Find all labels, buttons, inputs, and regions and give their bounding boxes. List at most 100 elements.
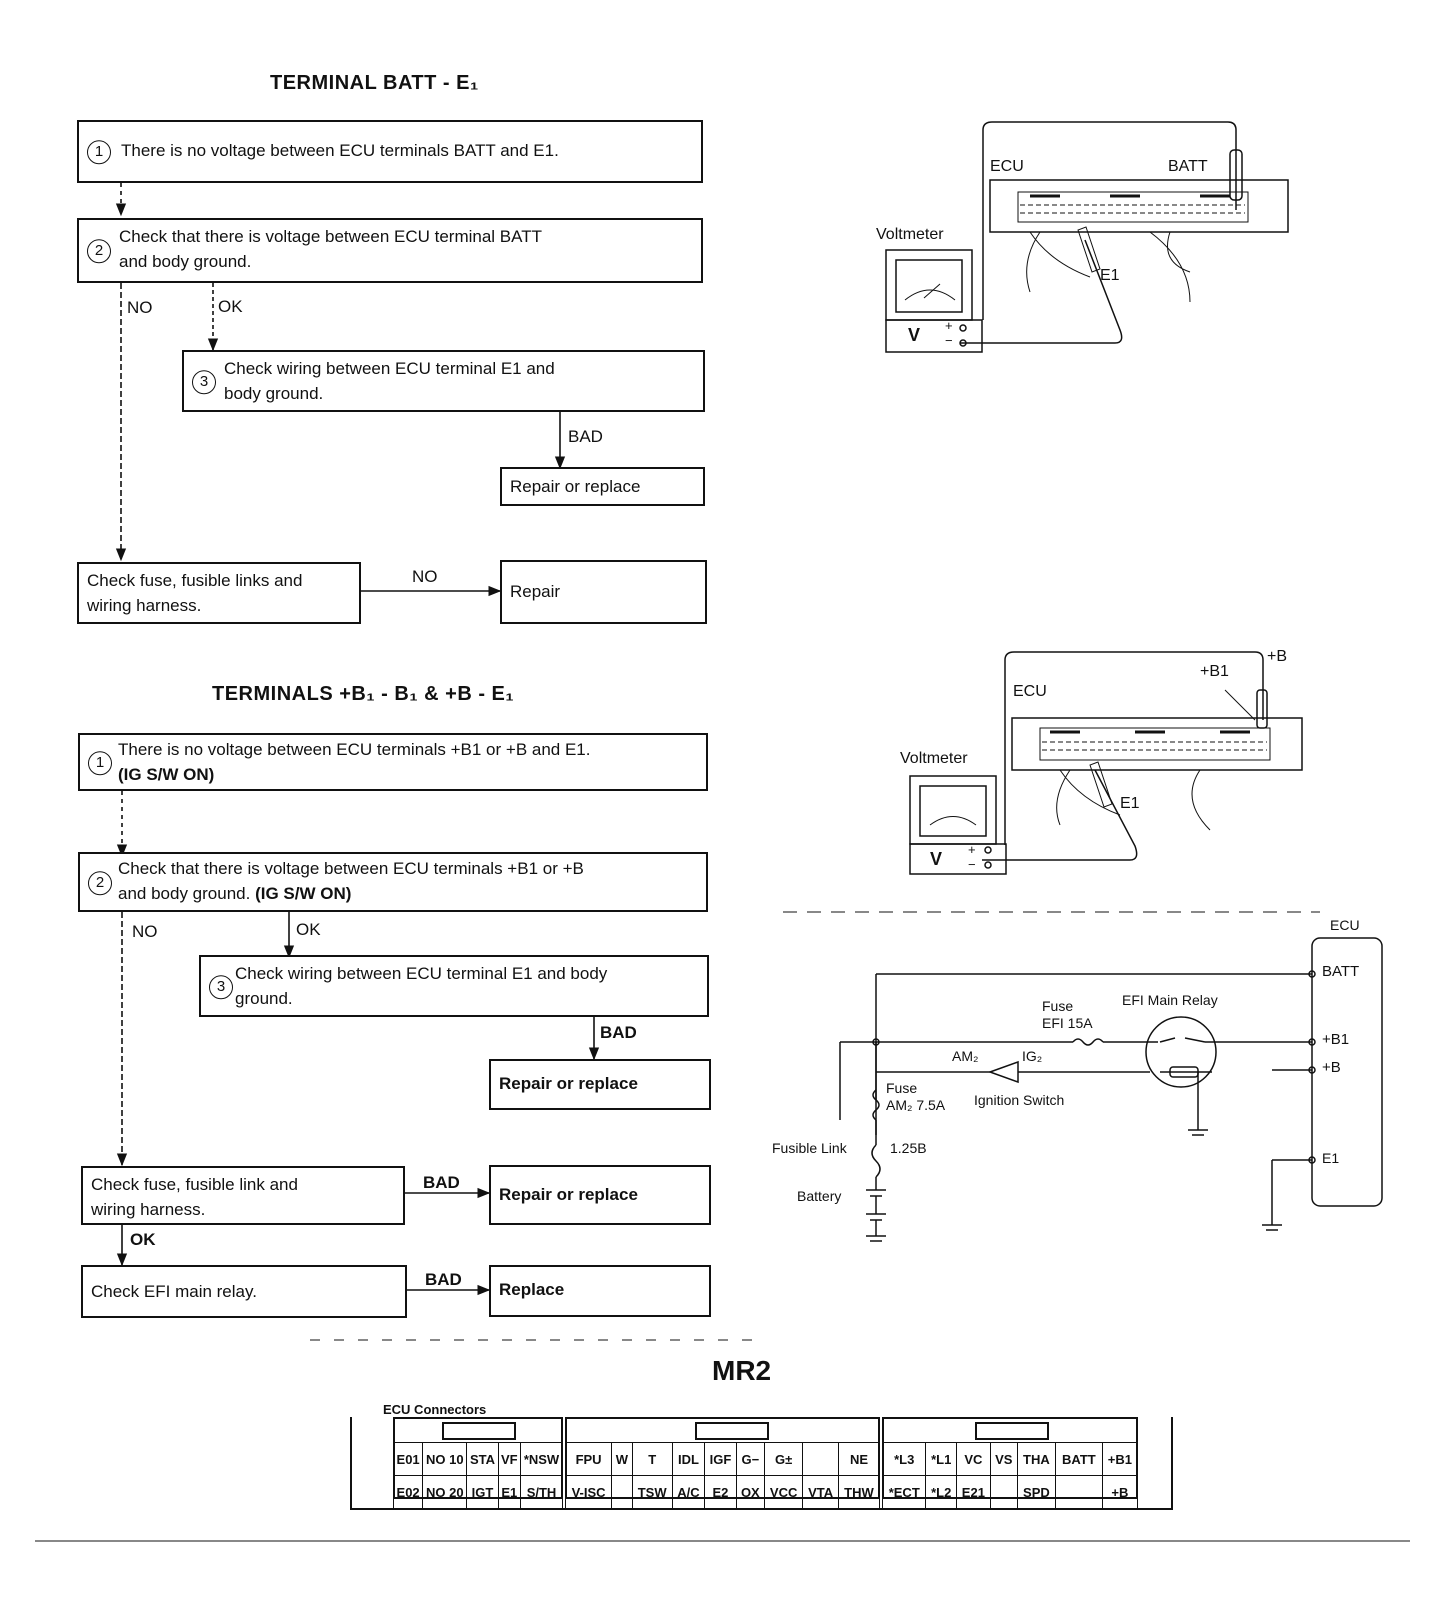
circuit-fusible-link: Fusible Link [772, 1140, 847, 1156]
d2-ecu-label: ECU [1013, 683, 1047, 700]
pin-NE: NE [837, 1442, 881, 1476]
pin-VF: VF [497, 1442, 522, 1476]
s2-check-fuse-text-1: Check fuse, fusible link and [91, 1175, 298, 1194]
pin-T: T [631, 1442, 673, 1476]
pin-VISC: V-ISC [564, 1475, 613, 1509]
s2-step2-num: 2 [88, 870, 112, 895]
s1-step3-box: 3 Check wiring between ECU terminal E1 a… [182, 350, 705, 412]
s1-step2-text-2: and body ground. [119, 252, 252, 271]
s2-step1-text-2: (IG S/W ON) [118, 765, 215, 784]
d1-batt-label: BATT [1168, 158, 1208, 175]
s2-no-label: NO [132, 922, 158, 941]
circuit-diagram [839, 937, 1383, 1242]
s1-step3-text-1: Check wiring between ECU terminal E1 and [224, 359, 555, 378]
ecu-voltmeter-diagram-2 [909, 651, 1303, 875]
connector-housing [350, 1417, 1173, 1510]
circuit-am2-label: AM₂ [952, 1048, 979, 1064]
pin-L2: *L2 [925, 1475, 957, 1509]
model-title: MR2 [712, 1355, 772, 1386]
d2-b1-label: +B1 [1200, 663, 1229, 680]
pin-VC: VC [955, 1442, 991, 1476]
pin-AC: A/C [671, 1475, 706, 1509]
connector-key-c [975, 1422, 1049, 1440]
s1-step3-text-2: body ground. [224, 384, 324, 403]
pin-VS: VS [989, 1442, 1018, 1476]
circuit-fuse-am-1: Fuse [886, 1080, 918, 1096]
s1-step1-text: There is no voltage between ECU terminal… [121, 141, 559, 160]
pin-E21: E21 [955, 1475, 991, 1509]
d1-voltmeter-label: Voltmeter [876, 226, 944, 243]
s1-no-label: NO [127, 298, 153, 317]
s2-repair-replace-box-2: Repair or replace [489, 1165, 711, 1225]
s2-bad-label-2: BAD [423, 1173, 460, 1192]
pin-L1: *L1 [925, 1442, 957, 1476]
s1-ok-label: OK [218, 297, 243, 316]
s2-replace-text: Replace [499, 1280, 565, 1299]
pin-empty-b1 [802, 1442, 839, 1476]
pin-NO20: NO 20 [422, 1475, 468, 1509]
d1-v-label: V [908, 325, 921, 345]
s2-step3-box: 3 Check wiring between ECU terminal E1 a… [199, 955, 709, 1017]
connector-key-a [442, 1422, 516, 1440]
s2-step1-text-1: There is no voltage between ECU terminal… [118, 740, 591, 759]
s2-repair-replace-text-2: Repair or replace [499, 1185, 638, 1204]
s2-step1-box: 1 There is no voltage between ECU termin… [78, 733, 708, 791]
circuit-batt-label: BATT [1322, 963, 1360, 980]
s1-step1-num: 1 [87, 140, 111, 165]
pin-BATT: BATT [1055, 1442, 1103, 1476]
d2-b-label: +B [1267, 648, 1288, 665]
s2-repair-replace-text: Repair or replace [499, 1074, 638, 1093]
s1-no-label-2: NO [412, 567, 438, 586]
pin-empty-b2 [611, 1475, 633, 1509]
d2-e1-label: E1 [1120, 795, 1140, 812]
pin-empty-c1 [989, 1475, 1018, 1509]
pin-L3: *L3 [881, 1442, 927, 1476]
pin-OX: OX [735, 1475, 765, 1509]
s2-bad-label: BAD [600, 1023, 637, 1042]
s2-step3-text-1: Check wiring between ECU terminal E1 and… [235, 964, 608, 983]
s1-bad-label: BAD [568, 427, 603, 446]
pin-B: +B [1101, 1475, 1139, 1509]
s1-step2-num: 2 [87, 239, 111, 264]
s1-step3-num: 3 [192, 369, 216, 394]
s2-check-relay-box: Check EFI main relay. [81, 1265, 407, 1318]
circuit-fuse-am-2: AM₂ 7.5A [886, 1097, 946, 1113]
d1-minus-label: − [945, 333, 953, 348]
pin-Gminus: G− [735, 1442, 765, 1476]
s2-step1-num: 1 [88, 750, 112, 775]
s1-step2-box: 2 Check that there is voltage between EC… [77, 218, 703, 283]
ecu-voltmeter-diagram-1 [885, 121, 1289, 353]
pin-IDL: IDL [671, 1442, 706, 1476]
s2-step2-box: 2 Check that there is voltage between EC… [78, 852, 708, 912]
d2-minus-label: − [968, 857, 976, 872]
d1-plus-label: + [945, 318, 953, 333]
s2-check-fuse-text-2: wiring harness. [91, 1200, 206, 1219]
section2-title: TERMINALS +B₁ - B₁ & +B - E₁ [212, 683, 515, 705]
pin-B1: +B1 [1101, 1442, 1139, 1476]
s2-ok-label: OK [296, 920, 321, 939]
s2-check-relay-text: Check EFI main relay. [91, 1282, 257, 1301]
circuit-b1-label: +B1 [1322, 1031, 1350, 1048]
pin-E1: E1 [497, 1475, 522, 1509]
pin-ECT: *ECT [881, 1475, 927, 1509]
s1-check-fuse-box: Check fuse, fusible links and wiring har… [77, 562, 361, 624]
d1-ecu-label: ECU [990, 158, 1024, 175]
pin-STH: S/TH [520, 1475, 563, 1509]
pin-VCC: VCC [763, 1475, 804, 1509]
s2-step3-num: 3 [209, 974, 233, 999]
s1-repair-box: Repair [500, 560, 707, 624]
d1-e1-label: E1 [1100, 267, 1120, 284]
pin-SPD: SPD [1016, 1475, 1057, 1509]
circuit-ig2-label: IG₂ [1022, 1048, 1043, 1064]
connector-key-b [695, 1422, 769, 1440]
pin-NSW: *NSW [520, 1442, 563, 1476]
s2-step2-text-bold: (IG S/W ON) [255, 884, 352, 903]
s2-repair-replace-box: Repair or replace [489, 1059, 711, 1110]
d2-voltmeter-label: Voltmeter [900, 750, 968, 767]
d2-plus-label: + [968, 842, 976, 857]
circuit-fusible-value: 1.25B [890, 1140, 927, 1156]
